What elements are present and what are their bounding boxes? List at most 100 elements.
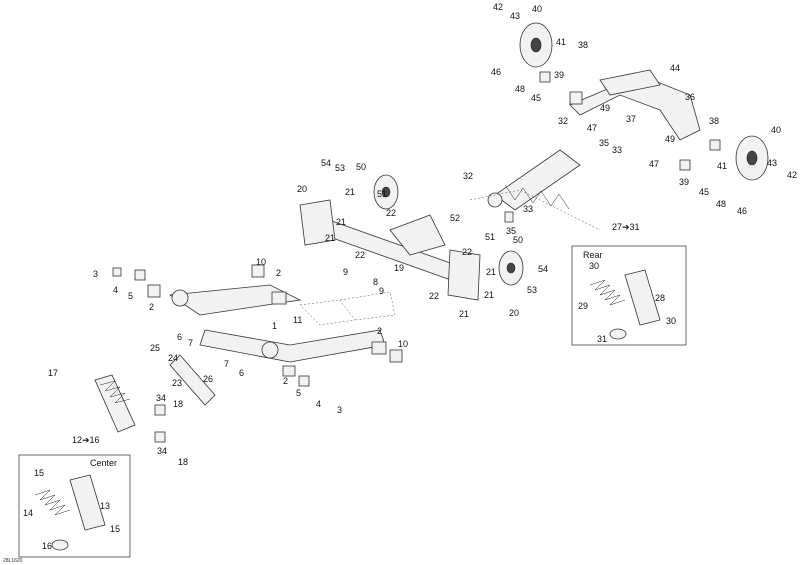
- center-inset: [18, 454, 131, 558]
- callout-21: 21: [325, 233, 335, 243]
- callout-23: 23: [172, 378, 182, 388]
- callout-34: 34: [156, 393, 166, 403]
- callout-51: 51: [485, 232, 495, 242]
- rear-inset-title: Rear: [583, 250, 603, 260]
- callout-46: 46: [491, 67, 501, 77]
- callout-10: 10: [256, 257, 266, 267]
- rear-inset: [571, 245, 687, 346]
- callout-2: 2: [149, 302, 154, 312]
- callout-38: 38: [578, 40, 588, 50]
- callout-54: 54: [538, 264, 548, 274]
- callout-45: 45: [699, 187, 709, 197]
- callout-32: 32: [463, 171, 473, 181]
- callout-42: 42: [493, 2, 503, 12]
- callout-24: 24: [168, 353, 178, 363]
- callout-11: 11: [293, 315, 302, 325]
- center-inset-title: Center: [90, 458, 117, 468]
- callout-25: 25: [150, 343, 160, 353]
- callout-2: 2: [377, 326, 382, 336]
- callout-47: 47: [587, 123, 597, 133]
- callout-28: 28: [655, 293, 665, 303]
- callout-2: 2: [283, 376, 288, 386]
- callout-4: 4: [316, 399, 321, 409]
- callout-18: 18: [178, 457, 188, 467]
- callout-35: 35: [599, 138, 609, 148]
- callout-39: 39: [679, 177, 689, 187]
- callout-41: 41: [717, 161, 727, 171]
- callout-53: 53: [527, 285, 537, 295]
- callout-21: 21: [345, 187, 355, 197]
- callout-21: 21: [336, 217, 346, 227]
- pulley-wheel-top: [519, 22, 553, 68]
- callout-31: 31: [597, 334, 607, 344]
- callout-9: 9: [379, 286, 384, 296]
- callout-20: 20: [509, 308, 519, 318]
- callout-13: 13: [100, 501, 110, 511]
- callout-51: 51: [377, 189, 387, 199]
- callout-18: 18: [173, 399, 183, 409]
- callout-5: 5: [128, 291, 133, 301]
- callout-21: 21: [484, 290, 494, 300]
- callout-22: 22: [462, 247, 472, 257]
- callout-14: 14: [23, 508, 33, 518]
- callout-43: 43: [767, 158, 777, 168]
- callout-47: 47: [649, 159, 659, 169]
- bushings: [112, 71, 721, 443]
- callout-43: 43: [510, 11, 520, 21]
- callout-33: 33: [523, 204, 533, 214]
- pulley-wheels-middle: [373, 174, 524, 286]
- callout-15: 15: [34, 468, 44, 478]
- rear-inset-reference: 27➔31: [612, 222, 640, 232]
- drawing-code: 28L1620: [3, 558, 23, 564]
- callout-7: 7: [188, 338, 193, 348]
- callout-35: 35: [506, 226, 516, 236]
- callout-16: 16: [42, 541, 52, 551]
- callout-34: 34: [157, 446, 167, 456]
- callout-20: 20: [297, 184, 307, 194]
- center-shock-absorber: [94, 374, 136, 433]
- callout-6: 6: [177, 332, 182, 342]
- callout-5: 5: [296, 388, 301, 398]
- callout-46: 46: [737, 206, 747, 216]
- callout-45: 45: [531, 93, 541, 103]
- pulley-wheel-right: [735, 135, 769, 181]
- callout-41: 41: [556, 37, 566, 47]
- callout-2: 2: [276, 268, 281, 278]
- callout-40: 40: [771, 125, 781, 135]
- callout-3: 3: [337, 405, 342, 415]
- callout-8: 8: [373, 277, 378, 287]
- callout-50: 50: [513, 235, 523, 245]
- center-inset-reference: 12➔16: [72, 435, 100, 445]
- callout-3: 3: [93, 269, 98, 279]
- callout-40: 40: [532, 4, 542, 14]
- callout-30: 30: [589, 261, 599, 271]
- dashed-guides: [299, 189, 601, 326]
- callout-49: 49: [600, 103, 610, 113]
- callout-22: 22: [355, 250, 365, 260]
- callout-26: 26: [203, 374, 213, 384]
- callout-21: 21: [459, 309, 469, 319]
- callout-33: 33: [612, 145, 622, 155]
- callout-39: 39: [554, 70, 564, 80]
- callout-15: 15: [110, 524, 120, 534]
- rear-rail-arm: [569, 69, 701, 141]
- callout-22: 22: [386, 208, 396, 218]
- callout-10: 10: [398, 339, 408, 349]
- rear-shock-absorber: [487, 149, 581, 211]
- callout-48: 48: [515, 84, 525, 94]
- callout-6: 6: [239, 368, 244, 378]
- callout-36: 36: [685, 92, 695, 102]
- callout-44: 44: [670, 63, 680, 73]
- callout-37: 37: [626, 114, 636, 124]
- callout-22: 22: [429, 291, 439, 301]
- callout-30: 30: [666, 316, 676, 326]
- callout-1: 1: [272, 321, 277, 331]
- callout-32: 32: [558, 116, 568, 126]
- callout-4: 4: [113, 285, 118, 295]
- callout-7: 7: [224, 359, 229, 369]
- callout-21: 21: [486, 267, 496, 277]
- callout-49: 49: [665, 134, 675, 144]
